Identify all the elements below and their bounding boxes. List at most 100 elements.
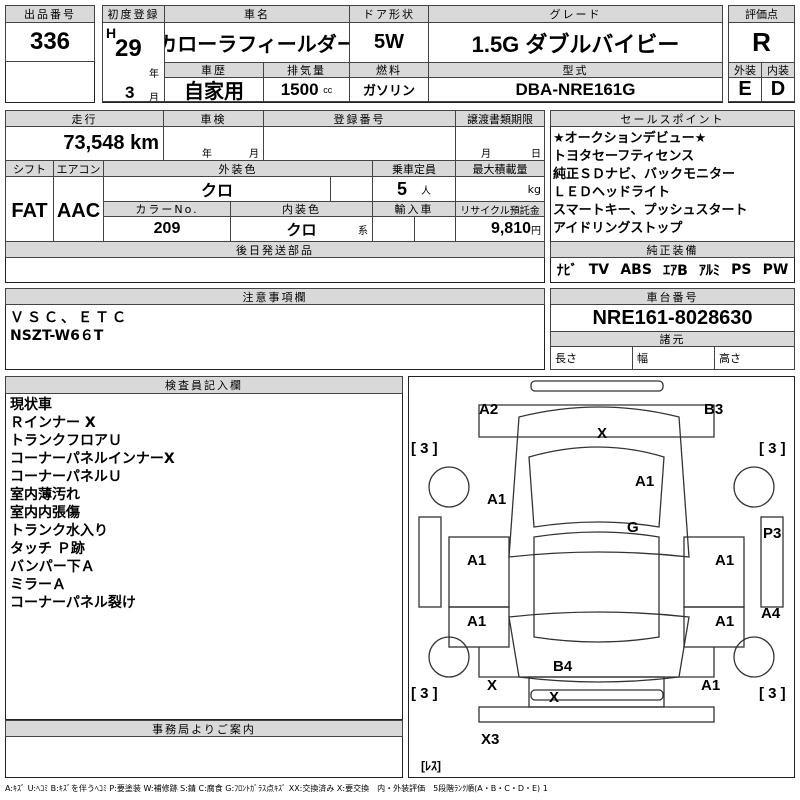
damage-mark: [ 3 ] [411, 440, 438, 457]
damage-mark: [ 3 ] [411, 685, 438, 702]
legend: A:ｷｽﾞ U:ﾍｺﾐ B:ｷｽﾞを伴うﾍｺﾐ P:要塗装 W:補修跡 S:錆 … [5, 784, 548, 793]
sale-point: 純正ＳＤナビ、バックモニター [553, 167, 736, 182]
details-box: 走行 73,548 km 車検 年月 登録番号 譲渡書類期限 月日 シフト FA… [5, 110, 545, 283]
tr-month-unit: 月 [481, 149, 491, 160]
shift: FAT [5, 176, 54, 247]
equip-item: TV [588, 262, 610, 278]
spec-label: 諸元 [550, 331, 795, 347]
color-extra [330, 176, 373, 202]
int-grade: D [761, 77, 795, 102]
note-line: NSZT-W6６T [10, 328, 104, 344]
equip-item: ﾅﾋﾞ [556, 263, 578, 279]
first-reg: H 29 年 3 月 [102, 22, 165, 102]
insp-year-unit: 年 [202, 149, 212, 160]
sale-point: ★オークションデビュー★ [553, 131, 707, 146]
damage-mark: X3 [481, 731, 500, 748]
damage-mark: G [627, 519, 639, 536]
sale-point: アイドリングストップ [553, 221, 683, 236]
capacity-label: 乗車定員 [372, 160, 456, 177]
int-label: 内装 [761, 62, 795, 78]
inspector-line: 現状車 [10, 397, 52, 413]
damage-mark: A1 [715, 552, 735, 569]
sale-point: トヨタセーフティセンス [553, 149, 695, 164]
damage-diagram: A2 B3 X [ 3 ] [ 3 ] A1 A1 G P3 A1 A1 A1 … [408, 376, 795, 778]
damage-mark: A1 [715, 613, 735, 630]
equip-label: 純正装備 [550, 241, 795, 258]
int-color-label: 内装色 [230, 201, 373, 217]
ext-grade: E [728, 77, 762, 102]
sale-point: ＬＥＤヘッドライト [553, 185, 671, 200]
inspector-line: トランク水入り [10, 523, 108, 539]
inspector-line: ミラーＡ [10, 577, 66, 593]
sale-points-list: ★オークションデビュー★ トヨタセーフティセンス 純正ＳＤナビ、バックモニター … [553, 130, 747, 238]
mileage-label: 走行 [5, 110, 164, 127]
history: 自家用 [164, 77, 264, 102]
car-name: カローラフィールダー [164, 22, 350, 63]
color-no: 209 [103, 216, 231, 242]
score-label: 評価点 [728, 5, 795, 23]
transfer-label: 譲渡書類期限 [455, 110, 545, 127]
history-label: 車歴 [164, 62, 264, 78]
door: 5W [349, 22, 429, 63]
int-color-unit: 系 [358, 225, 368, 237]
damage-mark: X [549, 689, 560, 706]
inspector-line: バンパー下Ａ [10, 559, 95, 575]
chassis-box: 車台番号 NRE161-8028630 諸元 長さ 幅 高さ [550, 288, 795, 370]
int-color: クロ 系 [230, 216, 373, 242]
displacement-label: 排気量 [263, 62, 350, 78]
door-label: ドア形状 [349, 5, 429, 23]
ext-label: 外装 [728, 62, 762, 78]
int-color-value: クロ [286, 221, 317, 239]
later-parts-label: 後日発送部品 [5, 241, 545, 258]
tr-day-unit: 日 [531, 149, 541, 160]
load-unit: kg [455, 176, 545, 202]
score: R [728, 22, 795, 63]
color: クロ [103, 176, 331, 202]
grade-label: グレード [428, 5, 723, 23]
lot-box: 出品番号 336 [5, 5, 95, 103]
inspection-label: 車検 [163, 110, 264, 127]
inspector-notes: 現状車 Ｒインナー X トランクフロアＵ コーナーパネルインナーX コーナーパネ… [10, 396, 175, 612]
damage-mark: [ 3 ] [759, 440, 786, 457]
recycle-unit: 円 [531, 225, 541, 237]
notes-box: 注意事項欄 ＶＳＣ、ＥＴＣ NSZT-W6６T [5, 288, 545, 370]
inspector-box: 検査員記入欄 現状車 Ｒインナー X トランクフロアＵ コーナーパネルインナーX… [5, 376, 403, 720]
fuel-label: 燃料 [349, 62, 429, 78]
reg-label: 登録番号 [263, 110, 456, 127]
damage-mark: X [487, 677, 498, 694]
inspector-line: コーナーパネルインナーX [10, 451, 175, 467]
era: H [106, 25, 117, 41]
inspector-line: Ｒインナー X [10, 415, 96, 431]
damage-mark: A1 [467, 613, 487, 630]
equip-item: ｱﾙﾐ [698, 263, 720, 279]
inspection-date: 年月 [163, 126, 264, 161]
damage-mark: A4 [761, 605, 781, 622]
year-unit: 年 [149, 69, 159, 80]
damage-mark: A1 [487, 491, 507, 508]
width-label: 幅 [632, 346, 715, 370]
damage-mark: [ﾚｽ] [421, 759, 441, 773]
displacement-unit: cc [323, 84, 333, 95]
inspector-label: 検査員記入欄 [5, 376, 403, 394]
import-label: 輸入車 [372, 201, 456, 217]
notes-label: 注意事項欄 [5, 288, 545, 305]
transfer-date: 月日 [455, 126, 545, 161]
lot-label: 出品番号 [5, 5, 95, 23]
first-reg-label: 初度登録 [102, 5, 165, 23]
insp-month-unit: 月 [249, 149, 259, 160]
inspector-line: トランクフロアＵ [10, 433, 122, 449]
notes-text: ＶＳＣ、ＥＴＣ NSZT-W6６T [10, 309, 129, 345]
shift-label: シフト [5, 160, 54, 177]
month-unit: 月 [149, 93, 159, 102]
ac: AAC [53, 176, 104, 247]
model: DBA-NRE161G [428, 77, 723, 102]
inspector-line: 室内薄汚れ [10, 487, 80, 503]
inspector-line: 室内内張傷 [10, 505, 80, 521]
name-label: 車名 [164, 5, 350, 23]
recycle-label: リサイクル預託金 [455, 201, 545, 217]
score-box: 評価点 R 外装 内装 E D [728, 5, 795, 103]
equip-item: ABS [620, 262, 652, 278]
